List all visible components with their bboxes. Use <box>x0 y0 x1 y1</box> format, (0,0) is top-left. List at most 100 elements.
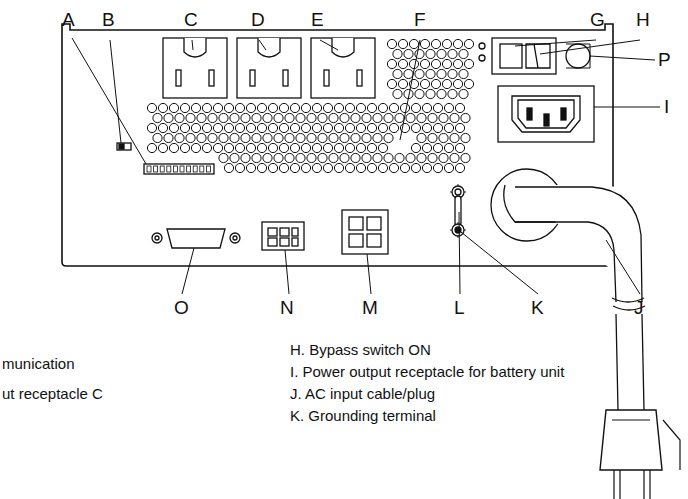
vent-hole <box>389 103 398 112</box>
vent-hole <box>455 143 464 152</box>
dip-segment <box>200 166 204 172</box>
vent-hole <box>426 49 435 58</box>
vent-hole <box>411 143 420 152</box>
vent-hole <box>191 103 200 112</box>
vent-hole <box>459 49 468 58</box>
vent-hole <box>197 113 206 122</box>
vent-hole <box>274 133 283 142</box>
callout-letter: G <box>590 10 605 29</box>
callout-letter: E <box>311 10 324 29</box>
callout-letter: N <box>280 298 294 317</box>
vent-hole <box>362 153 371 162</box>
legend-text: I. Power output receptacle for battery u… <box>290 364 564 379</box>
vent-hole <box>431 39 440 48</box>
vent-hole <box>202 123 211 132</box>
vent-hole <box>224 143 233 152</box>
vent-hole <box>455 163 464 172</box>
vent-hole <box>384 153 393 162</box>
vent-hole <box>351 113 360 122</box>
vent-hole <box>393 69 402 78</box>
vent-hole <box>345 103 354 112</box>
vent-hole <box>345 163 354 172</box>
vent-hole <box>426 89 435 98</box>
vent-hole <box>422 123 431 132</box>
vent-hole <box>444 103 453 112</box>
vent-hole <box>202 143 211 152</box>
vent-hole <box>158 123 167 132</box>
vent-hole <box>409 59 418 68</box>
vent-hole <box>312 163 321 172</box>
vent-hole <box>219 113 228 122</box>
vent-hole <box>398 79 407 88</box>
vent-hole <box>279 163 288 172</box>
vent-hole <box>164 113 173 122</box>
vent-hole <box>334 103 343 112</box>
vent-hole <box>323 103 332 112</box>
vent-hole <box>318 133 327 142</box>
vent-hole <box>285 153 294 162</box>
vent-hole <box>318 153 327 162</box>
vent-hole <box>356 163 365 172</box>
vent-hole <box>400 103 409 112</box>
vent-hole <box>439 113 448 122</box>
vent-hole <box>431 59 440 68</box>
vent-hole <box>252 133 261 142</box>
vent-hole <box>241 133 250 142</box>
vent-hole <box>417 113 426 122</box>
vent-hole <box>367 103 376 112</box>
vent-hole <box>285 133 294 142</box>
vent-hole <box>395 153 404 162</box>
callout-letter: M <box>362 298 378 317</box>
vent-hole <box>428 153 437 162</box>
dip-segment <box>167 166 171 172</box>
dip-segment <box>173 166 177 172</box>
vent-hole <box>433 123 442 132</box>
vent-hole <box>351 153 360 162</box>
vent-hole <box>367 123 376 132</box>
vent-hole <box>334 123 343 132</box>
dip-segment <box>180 166 184 172</box>
vent-hole <box>426 69 435 78</box>
vent-hole <box>448 69 457 78</box>
vent-hole <box>279 143 288 152</box>
vent-hole <box>301 163 310 172</box>
vent-hole <box>180 143 189 152</box>
vent-hole <box>186 133 195 142</box>
vent-hole <box>448 49 457 58</box>
vent-hole <box>180 123 189 132</box>
vent-hole <box>422 143 431 152</box>
callout-letter: C <box>184 10 198 29</box>
vent-hole <box>230 133 239 142</box>
vent-hole <box>219 153 228 162</box>
vent-hole <box>290 103 299 112</box>
vent-hole <box>367 163 376 172</box>
legend-text: munication <box>2 356 75 371</box>
vent-hole <box>340 153 349 162</box>
vent-hole <box>415 69 424 78</box>
vent-hole <box>180 103 189 112</box>
vent-hole <box>453 79 462 88</box>
callout-letter: A <box>62 10 75 29</box>
vent-hole <box>252 113 261 122</box>
vent-hole <box>450 153 459 162</box>
vent-hole <box>257 123 266 132</box>
vent-hole <box>340 113 349 122</box>
vent-hole <box>453 59 462 68</box>
vent-hole <box>323 123 332 132</box>
vent-hole <box>334 163 343 172</box>
vent-hole <box>224 103 233 112</box>
vent-hole <box>437 49 446 58</box>
vent-hole <box>296 133 305 142</box>
vent-hole <box>398 39 407 48</box>
vent-hole <box>307 153 316 162</box>
dip-segment <box>160 166 164 172</box>
vent-hole <box>191 123 200 132</box>
vent-hole <box>409 39 418 48</box>
vent-hole <box>263 133 272 142</box>
vent-hole <box>389 123 398 132</box>
vent-hole <box>169 123 178 132</box>
vent-hole <box>230 113 239 122</box>
vent-hole <box>147 103 156 112</box>
